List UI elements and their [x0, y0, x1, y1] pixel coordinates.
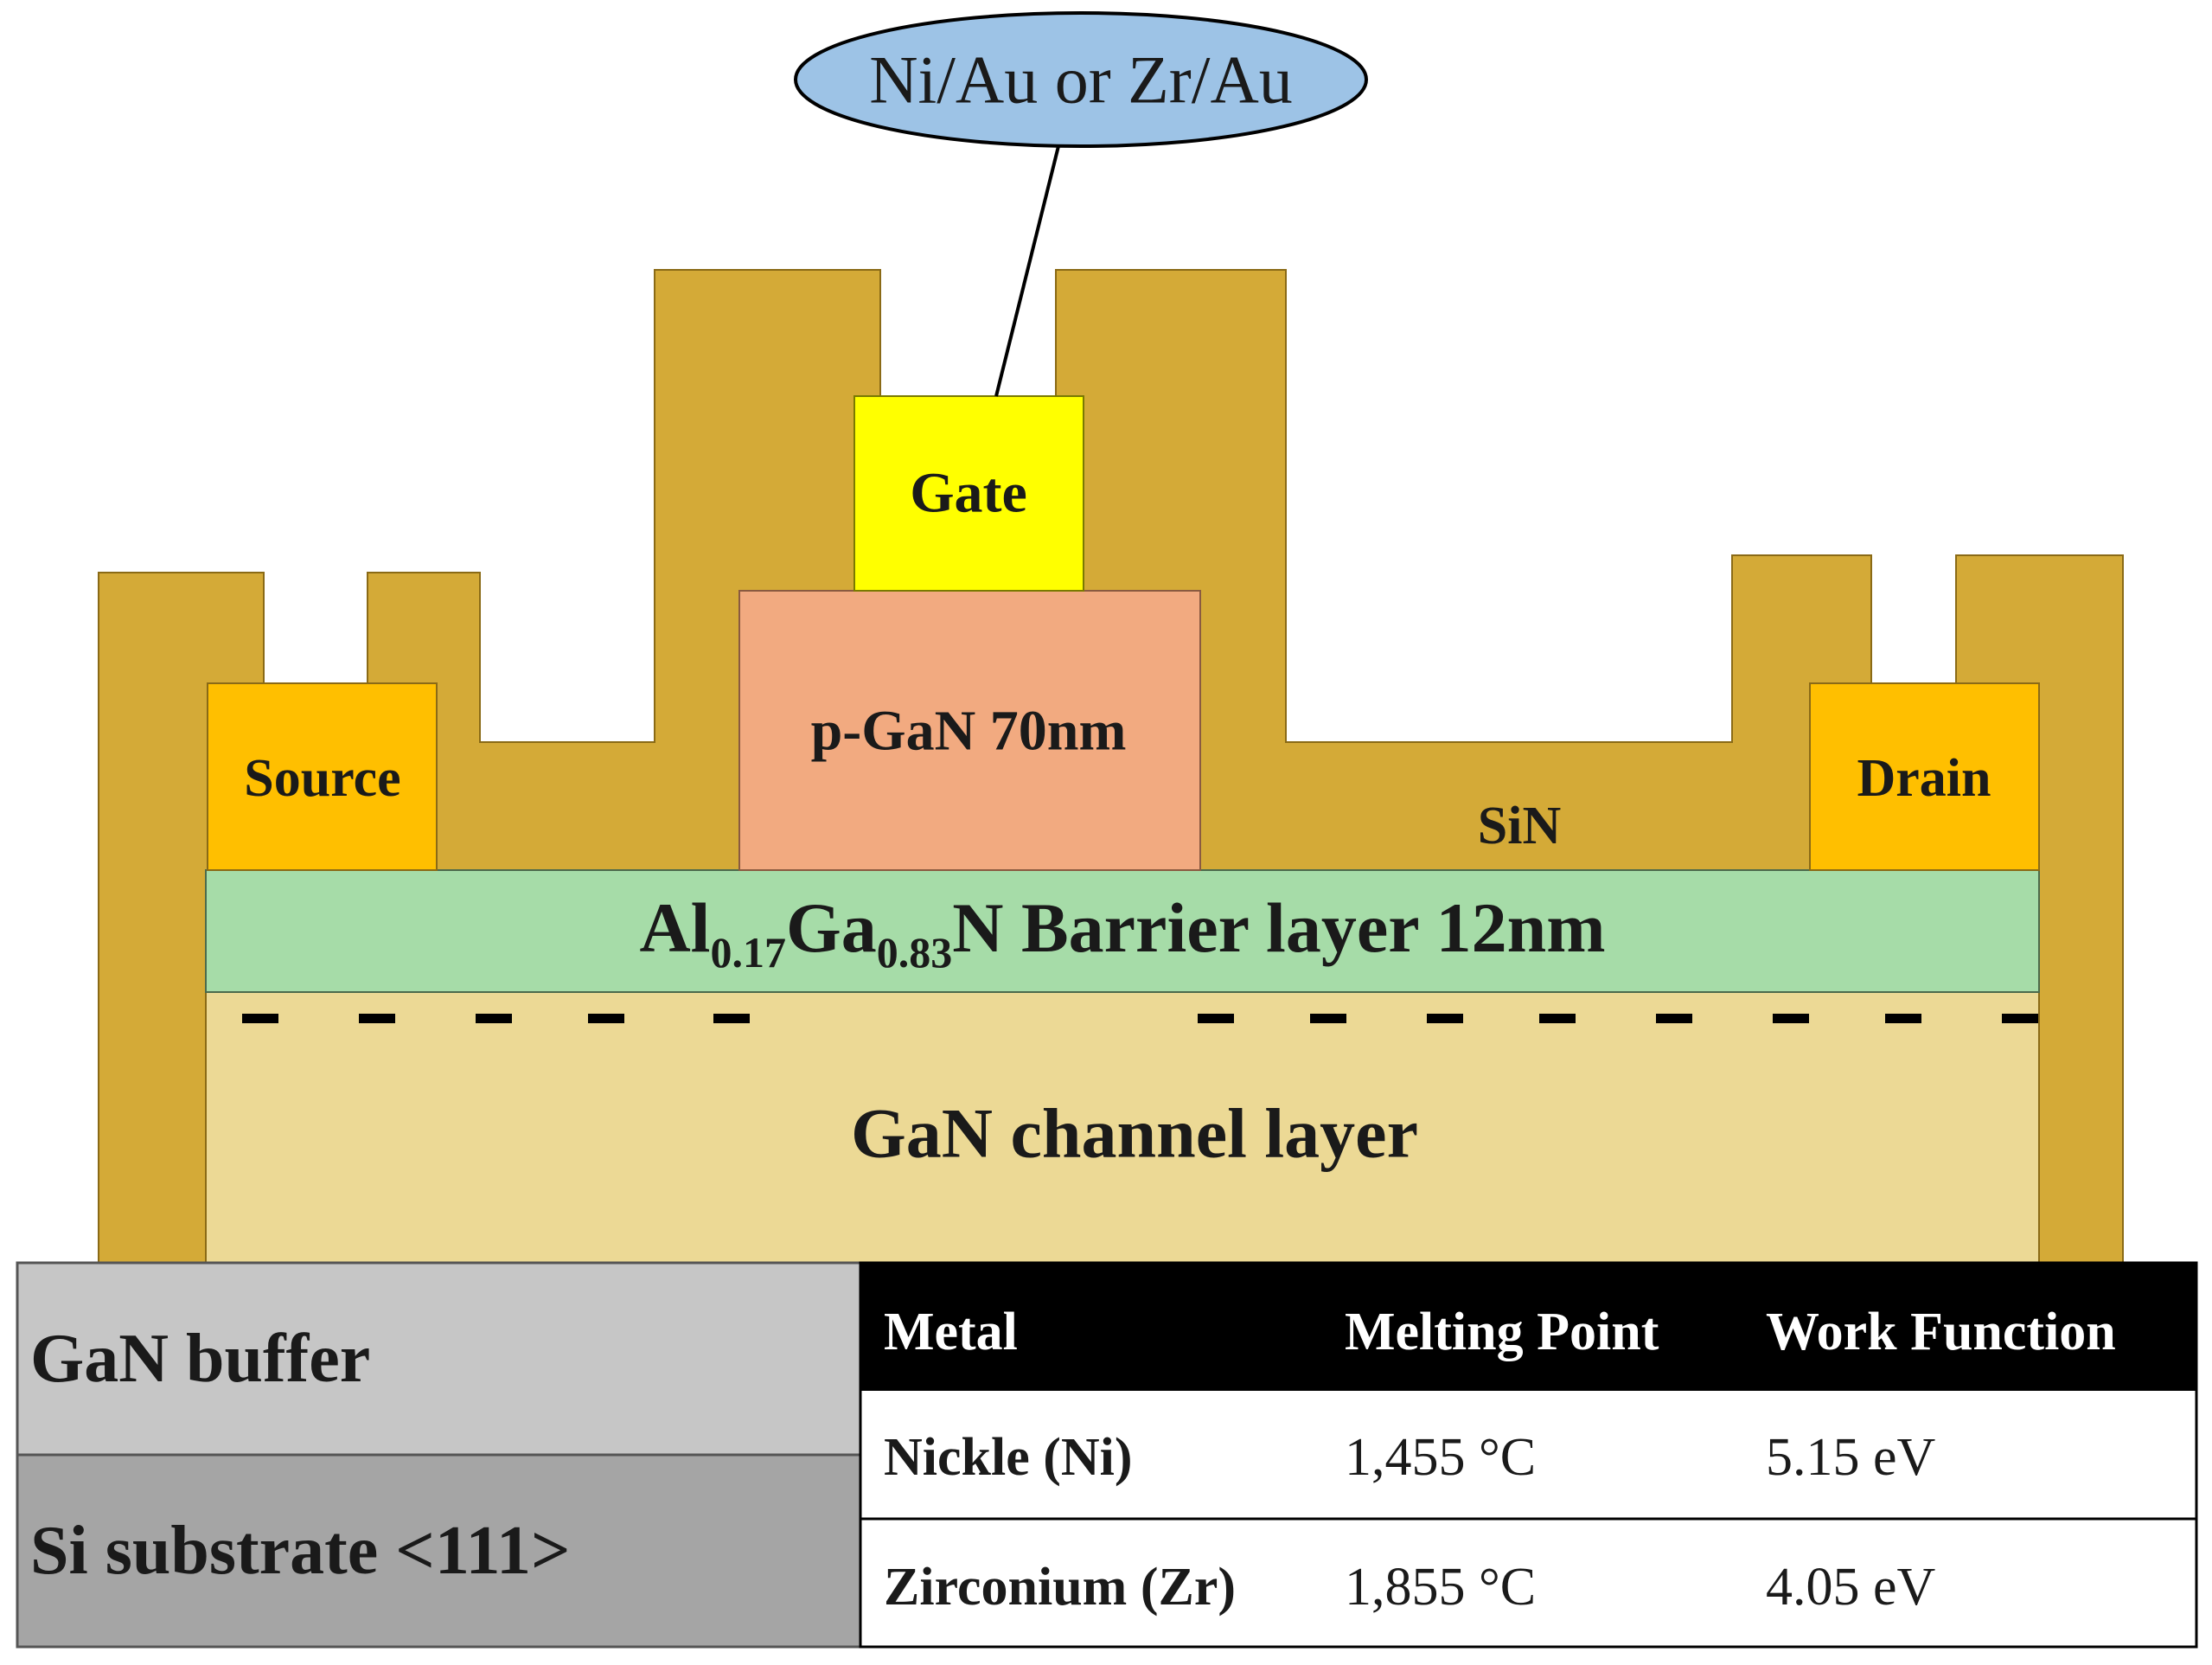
source-label: Source — [244, 749, 400, 808]
gan-buffer-label: GaN buffer — [30, 1321, 370, 1397]
si-substrate-layer — [16, 1453, 862, 1649]
barrier-sub2: 0.83 — [877, 928, 953, 977]
gate-label: Gate — [910, 462, 1027, 525]
table-header-metal: Metal — [884, 1303, 1018, 1361]
gate-metal-callout-text: Ni/Au or Zr/Au — [869, 42, 1293, 118]
source-contact — [207, 682, 438, 871]
gate-metal — [853, 395, 1084, 592]
barrier-el1: Al — [639, 888, 710, 967]
metal-properties-table: Metal Melting Point Work Function Nickle… — [859, 1261, 2198, 1649]
p-gan-layer — [738, 590, 1201, 871]
table-cell-melting-zr: 1,855 °C — [1345, 1558, 1536, 1617]
sin-label: SiN — [1478, 797, 1561, 855]
channel-layer-label: GaN channel layer — [851, 1094, 1418, 1173]
drain-label: Drain — [1857, 749, 1991, 808]
algan-barrier-layer — [205, 869, 2040, 993]
table-cell-work-zr: 4.05 eV — [1766, 1558, 1936, 1617]
si-substrate-label: Si substrate <111> — [30, 1513, 571, 1589]
gan-buffer-layer — [16, 1261, 862, 1457]
table-cell-work-ni: 5.15 eV — [1766, 1428, 1936, 1487]
drain-contact — [1809, 682, 2040, 871]
barrier-sub1: 0.17 — [710, 928, 786, 977]
gan-channel-layer — [205, 991, 2040, 1264]
table-header-work-function: Work Function — [1766, 1303, 2116, 1361]
table-cell-metal-zr: Zirconium (Zr) — [884, 1558, 1236, 1617]
2deg-dashes — [242, 1014, 2038, 1023]
gate-metal-callout — [794, 11, 1368, 148]
table-cell-metal-ni: Nickle (Ni) — [884, 1428, 1133, 1487]
table-header-row — [860, 1263, 2196, 1391]
p-gan-label: p-GaN 70nm — [811, 700, 1127, 763]
table-header-melting-point: Melting Point — [1345, 1303, 1659, 1361]
barrier-rest: N Barrier layer 12nm — [952, 888, 1605, 967]
barrier-el2: Ga — [786, 888, 877, 967]
barrier-layer-label: Al0.17Ga0.83N Barrier layer 12nm — [639, 888, 1605, 977]
callout-leader-line — [994, 142, 1061, 397]
table-cell-melting-ni: 1,455 °C — [1345, 1428, 1536, 1487]
